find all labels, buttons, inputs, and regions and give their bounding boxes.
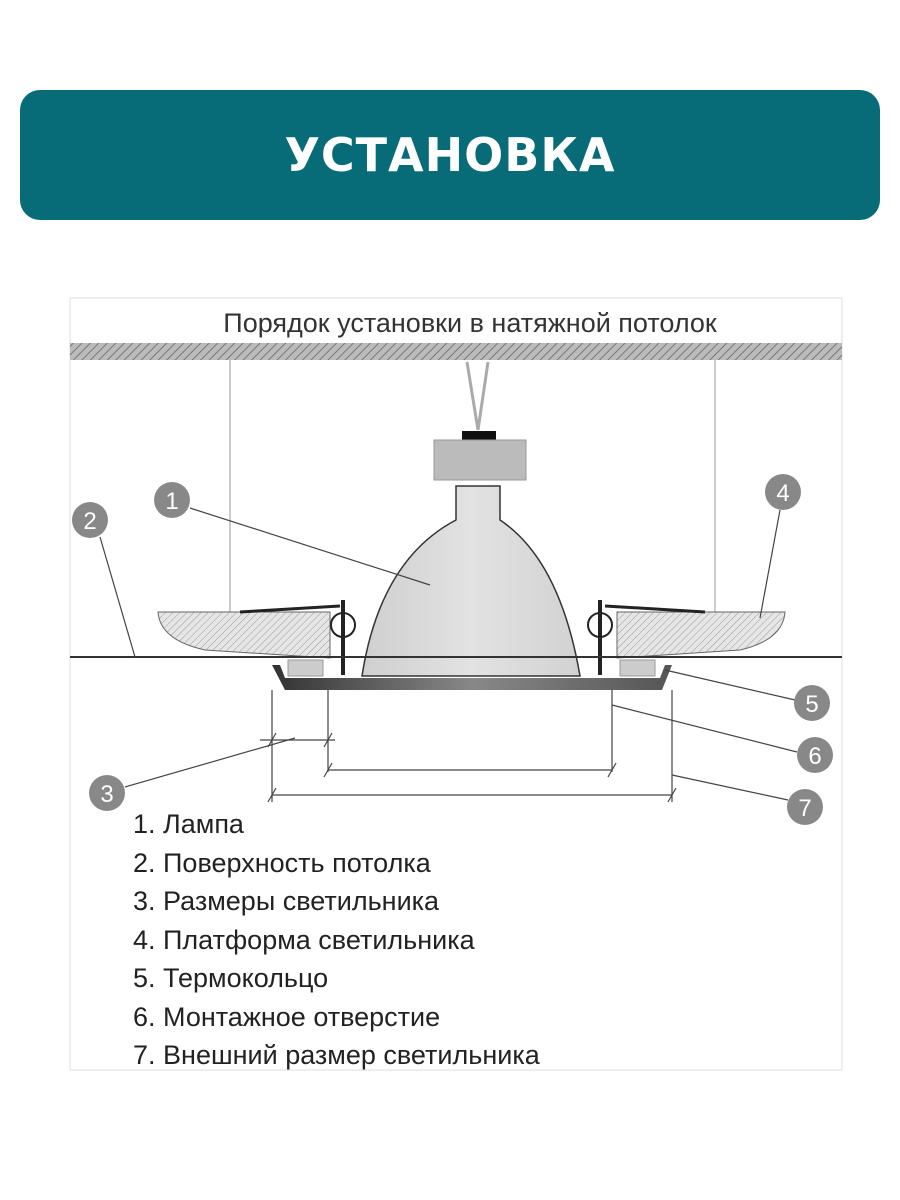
marker-7: 7 [787,789,823,825]
marker-5: 5 [794,685,830,721]
svg-text:2: 2 [83,508,96,535]
platform-right [616,611,786,659]
page-title: УСТАНОВКА [284,128,616,182]
marker-6: 6 [797,737,833,773]
marker-2: 2 [72,502,108,538]
ceiling-slab [70,343,842,360]
svg-text:7: 7 [798,795,811,822]
svg-text:4: 4 [776,480,789,507]
header-banner: УСТАНОВКА [20,90,880,220]
legend-item: 1. Лампа [133,809,244,839]
legend-list: 1. Лампа 2. Поверхность потолка 3. Разме… [133,805,540,1075]
legend-item: 4. Платформа светильника [133,924,475,955]
legend-item: 3. Размеры светильника [133,886,440,916]
legend-item: 2. Поверхность потолка [133,847,431,878]
marker-3: 3 [89,775,125,811]
lamp-rim [272,665,672,690]
legend-item: 5. Термокольцо [133,963,329,993]
marker-1: 1 [154,482,190,518]
platform-left [157,611,331,659]
diagram-title: Порядок установки в натяжной потолок [223,308,717,338]
marker-4: 4 [765,474,801,510]
svg-text:6: 6 [808,743,821,770]
svg-text:3: 3 [100,781,113,808]
svg-text:5: 5 [805,691,818,718]
legend-item: 6. Монтажное отверстие [133,1001,441,1032]
svg-text:1: 1 [165,488,178,515]
legend-item: 7. Внешний размер светильника [133,1040,540,1070]
lamp [361,485,581,677]
